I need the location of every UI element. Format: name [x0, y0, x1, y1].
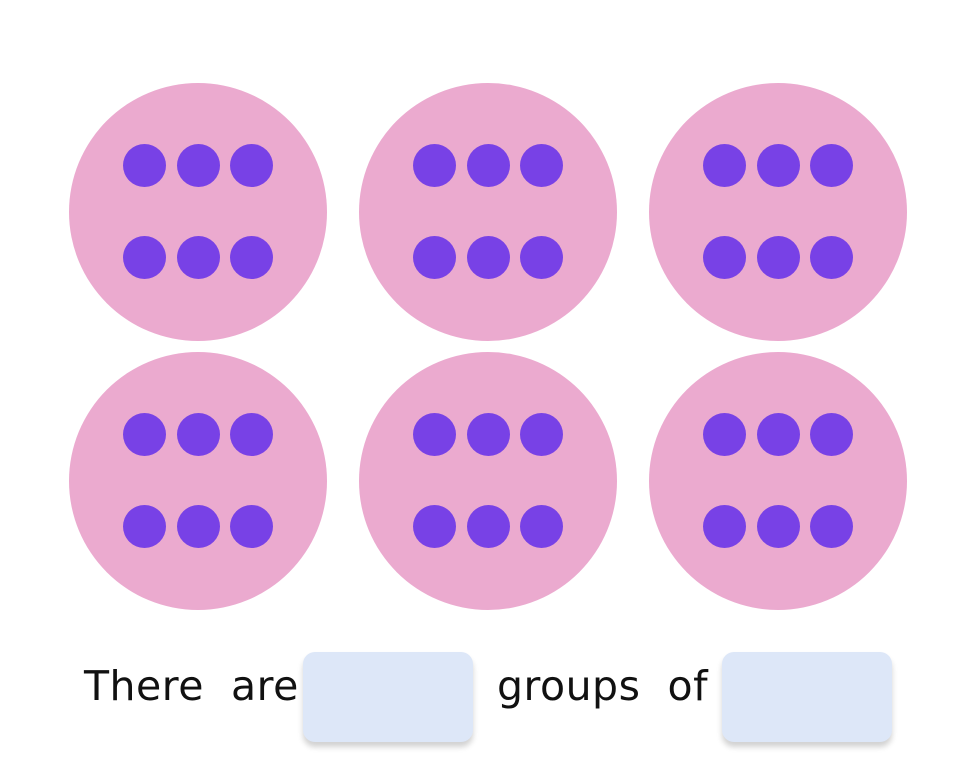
- counter-dot: [123, 413, 166, 456]
- counter-dot: [757, 236, 800, 279]
- counter-dot: [520, 236, 563, 279]
- counter-dot: [810, 236, 853, 279]
- counter-dot: [467, 236, 510, 279]
- sentence-text-there-are: There are: [84, 662, 299, 710]
- counter-dot: [703, 505, 746, 548]
- counter-dot: [520, 144, 563, 187]
- group-circle: [649, 352, 907, 610]
- group-circle: [69, 83, 327, 341]
- counter-dot: [703, 144, 746, 187]
- counter-dot: [230, 505, 273, 548]
- sentence-text-groups-of: groups of: [497, 662, 709, 710]
- group-circle: [359, 83, 617, 341]
- counter-dot: [413, 505, 456, 548]
- counter-dot: [757, 505, 800, 548]
- counter-dot: [177, 236, 220, 279]
- counter-dot: [230, 236, 273, 279]
- counter-dot: [177, 505, 220, 548]
- counter-dot: [467, 144, 510, 187]
- counter-dot: [413, 144, 456, 187]
- counter-dot: [757, 413, 800, 456]
- counter-dot: [703, 236, 746, 279]
- counter-dot: [413, 413, 456, 456]
- group-circle: [69, 352, 327, 610]
- counter-dot: [810, 413, 853, 456]
- group-size-input[interactable]: [722, 652, 892, 742]
- counter-dot: [230, 144, 273, 187]
- group-circle: [649, 83, 907, 341]
- counter-dot: [520, 505, 563, 548]
- counter-dot: [177, 144, 220, 187]
- counter-dot: [230, 413, 273, 456]
- counter-dot: [703, 413, 746, 456]
- counter-dot: [123, 144, 166, 187]
- counter-dot: [467, 505, 510, 548]
- counter-dot: [413, 236, 456, 279]
- fill-in-sentence: There are groups of: [0, 652, 974, 742]
- counter-dot: [467, 413, 510, 456]
- counter-dot: [810, 505, 853, 548]
- counter-dot: [520, 413, 563, 456]
- counter-dot: [177, 413, 220, 456]
- group-circle: [359, 352, 617, 610]
- counter-dot: [123, 236, 166, 279]
- counter-dot: [810, 144, 853, 187]
- counter-dot: [123, 505, 166, 548]
- counter-dot: [757, 144, 800, 187]
- groups-count-input[interactable]: [303, 652, 473, 742]
